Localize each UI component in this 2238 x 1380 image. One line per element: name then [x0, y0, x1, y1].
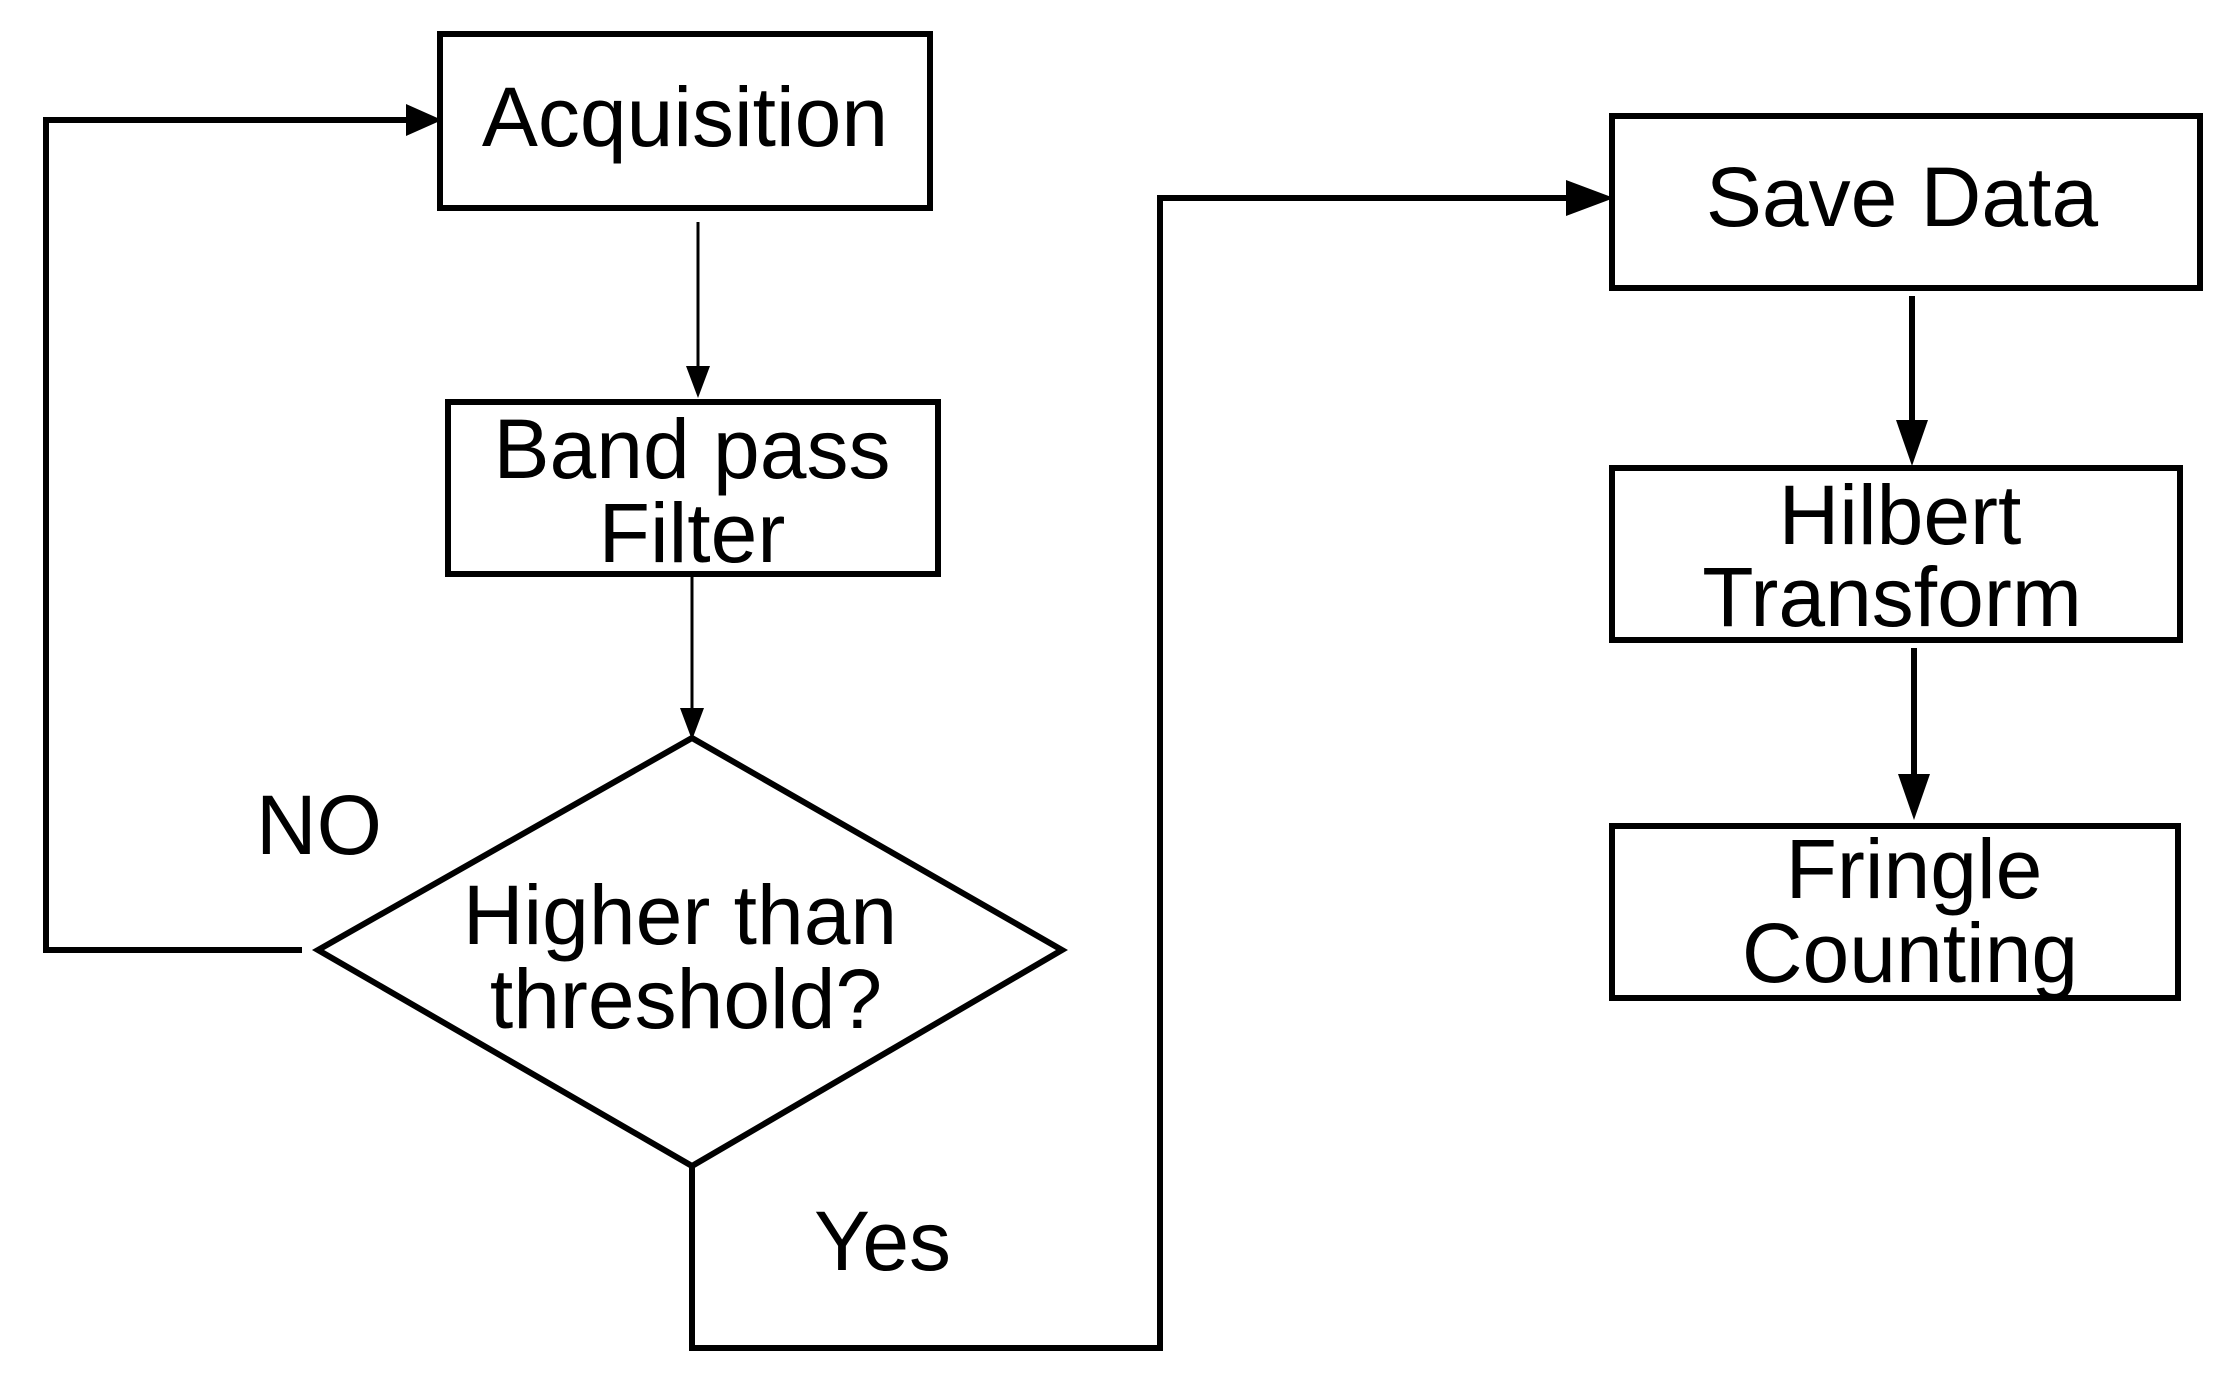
arrowhead-fringle — [1898, 774, 1930, 820]
node-save-data: Save Data — [1609, 113, 2203, 291]
node-fringle-counting: Fringle Counting — [1609, 822, 2181, 1001]
node-decision-line-2: threshold? — [490, 952, 882, 1046]
node-band-pass-filter-line-1: Band pass — [494, 402, 891, 496]
edge-label-no: NO — [256, 778, 382, 872]
connectors — [43, 104, 1930, 1351]
node-hilbert-transform: Hilbert Transform — [1609, 465, 2183, 644]
arrow-no-loop — [43, 117, 412, 953]
arrow-yes-path — [689, 195, 1576, 1351]
arrowhead-save-data — [1566, 180, 1614, 216]
node-hilbert-transform-line-2: Transform — [1702, 550, 2082, 644]
node-acquisition: Acquisition — [437, 31, 933, 211]
arrowhead-filter — [686, 366, 710, 398]
edge-label-yes: Yes — [814, 1194, 951, 1288]
arrowhead-hilbert — [1896, 420, 1928, 466]
node-hilbert-transform-line-1: Hilbert — [1779, 468, 2022, 562]
node-fringle-counting-line-1: Fringle — [1786, 822, 2043, 916]
node-decision: Higher than threshold? — [311, 734, 1068, 1170]
arrowhead-decision — [680, 708, 704, 740]
node-decision-line-1: Higher than — [463, 868, 897, 962]
node-band-pass-filter: Band pass Filter — [445, 399, 941, 580]
node-band-pass-filter-line-2: Filter — [599, 486, 786, 580]
node-fringle-counting-line-2: Counting — [1742, 906, 2078, 1000]
node-acquisition-label: Acquisition — [482, 70, 888, 164]
node-save-data-label: Save Data — [1706, 150, 2099, 244]
arrowhead-acquisition — [406, 104, 442, 136]
